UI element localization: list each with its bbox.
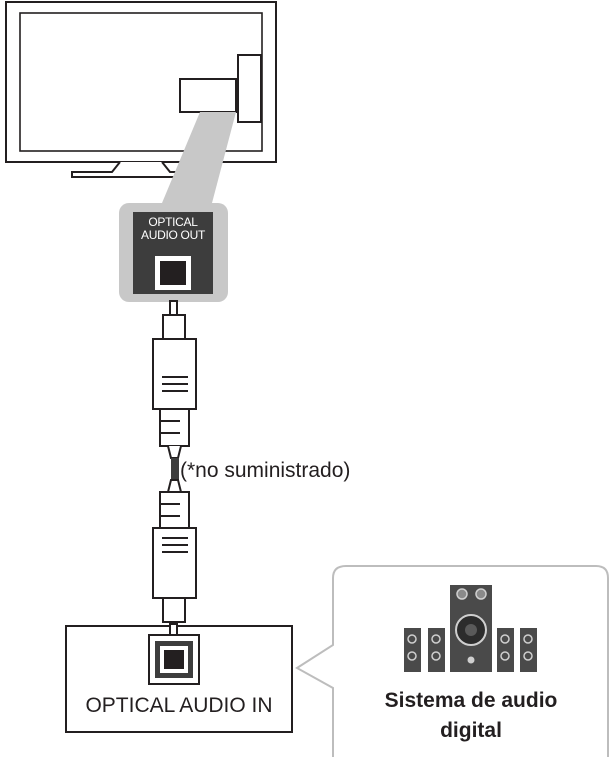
tv-rear-port-area	[179, 78, 237, 113]
subwoofer-cap	[465, 624, 477, 636]
lower-plug-boot	[159, 491, 190, 529]
upper-plug-tip	[169, 300, 178, 316]
audio-system-label-line1: Sistema de audio	[384, 689, 558, 712]
left-rear-driver	[407, 651, 417, 661]
optical-out-label-line1: OPTICAL	[148, 215, 198, 229]
center-port	[467, 656, 475, 664]
right-rear-driver	[523, 651, 533, 661]
cable-segment	[171, 458, 179, 480]
center-tweeter-left	[456, 588, 468, 600]
speaker-set-icon	[404, 585, 537, 672]
left-front-driver	[431, 634, 441, 644]
audio-system-bubble	[295, 565, 609, 757]
audio-system-label-line2: digital	[440, 719, 502, 742]
right-front-driver	[500, 651, 510, 661]
upper-plug-neck	[162, 314, 186, 340]
left-rear-driver	[407, 634, 417, 644]
lower-plug-neck	[162, 597, 186, 623]
port-callout-pointer	[162, 112, 236, 203]
lower-optical-plug	[152, 479, 197, 637]
upper-plug-boot	[159, 408, 190, 447]
upper-plug-body	[152, 338, 197, 410]
upper-plug-boot-end	[167, 445, 182, 459]
left-front-driver	[431, 651, 441, 661]
upper-optical-plug	[152, 300, 197, 459]
tv-illustration	[5, 1, 277, 178]
optical-out-label-line2: AUDIO OUT	[141, 228, 205, 242]
cable-not-supplied-note: (*no suministrado)	[180, 459, 351, 482]
optical-out-socket	[160, 261, 186, 285]
lower-plug-boot-end	[167, 479, 182, 493]
right-rear-driver	[523, 634, 533, 644]
optical-in-socket	[164, 650, 184, 669]
tv-side-panel	[237, 54, 262, 123]
right-front-driver	[500, 634, 510, 644]
center-tweeter-right	[475, 588, 487, 600]
optical-in-label: OPTICAL AUDIO IN	[85, 694, 273, 717]
